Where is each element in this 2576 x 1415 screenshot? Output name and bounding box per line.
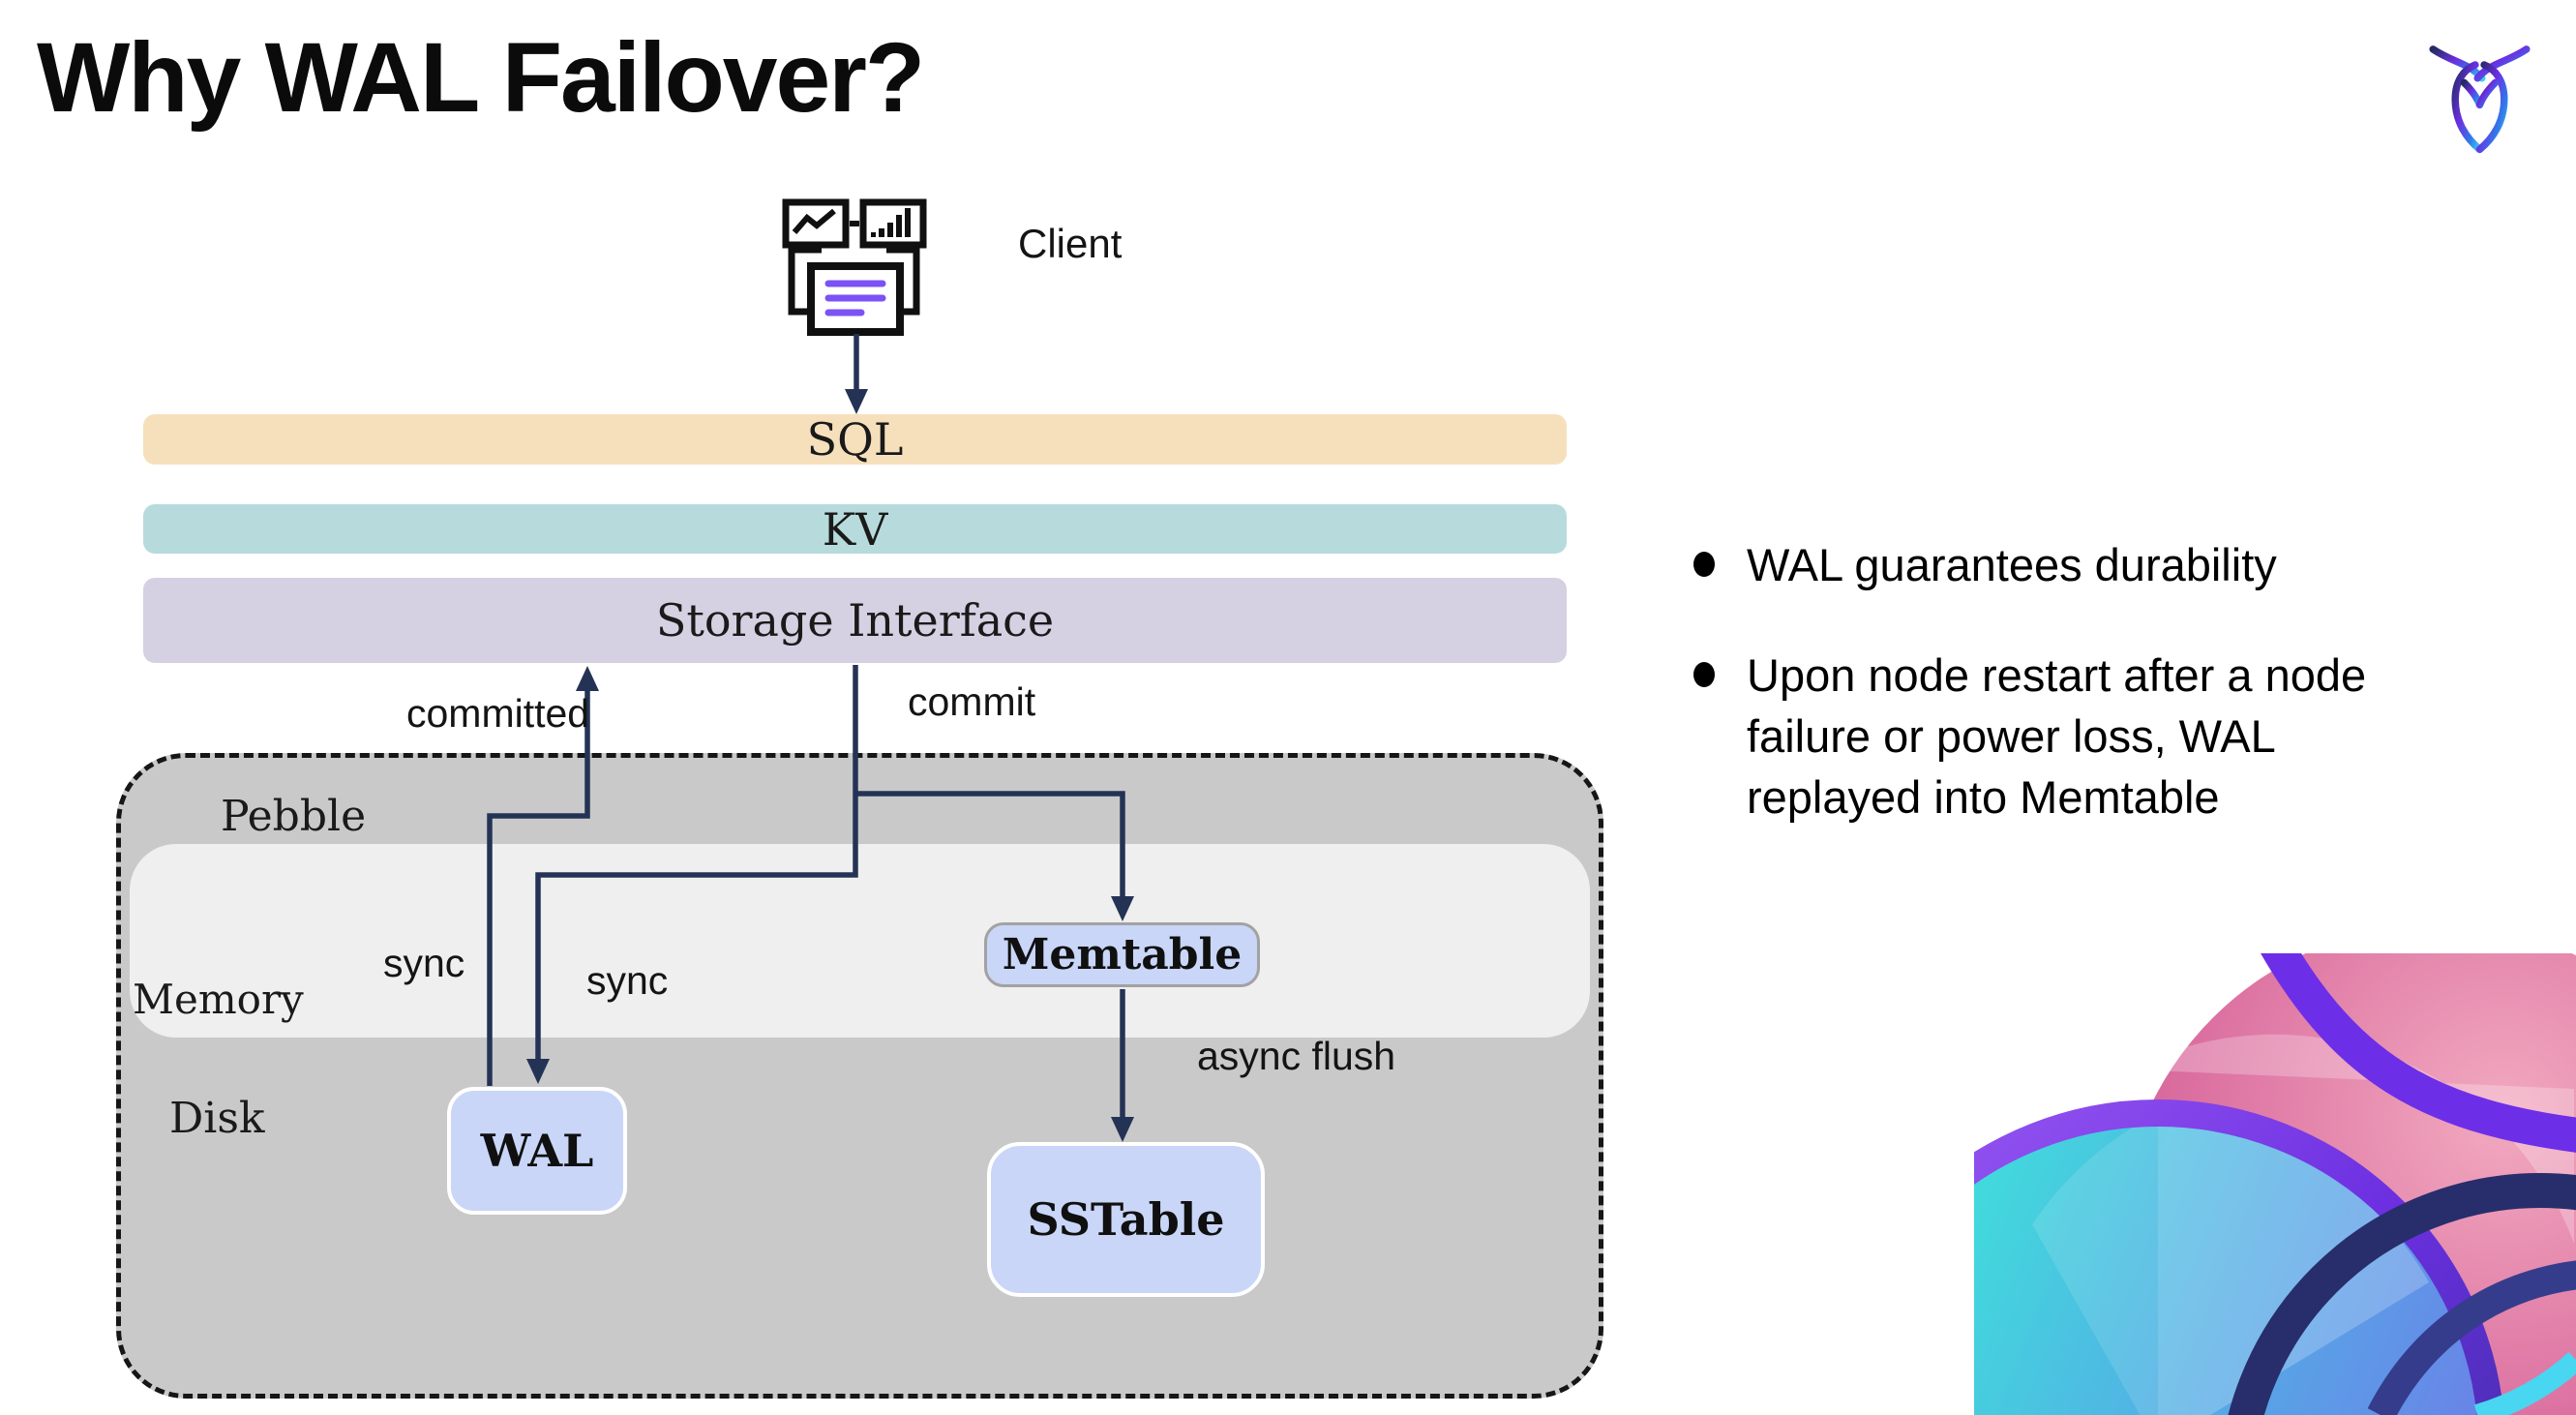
bullet-text: WAL guarantees durability — [1747, 539, 2277, 590]
pebble-label: Pebble — [221, 792, 367, 841]
cockroachdb-logo-icon — [2429, 45, 2531, 154]
node-wal-label: WAL — [480, 1125, 594, 1177]
bullet-text: Upon node restart after a node failure o… — [1747, 649, 2367, 823]
layer-kv: KV — [143, 502, 1567, 556]
edge-label-sync-right: sync — [586, 958, 669, 1003]
memory-band — [130, 844, 1590, 1038]
layer-storage-label: Storage Interface — [655, 594, 1055, 647]
bullet-dot-icon — [1693, 662, 1715, 687]
bullet-item: WAL guarantees durability — [1693, 534, 2429, 595]
layer-sql: SQL — [143, 413, 1567, 466]
disk-label: Disk — [169, 1094, 265, 1143]
page-title: Why WAL Failover? — [37, 22, 925, 133]
edge-label-async-flush: async flush — [1197, 1034, 1396, 1078]
client-terminal-icon — [782, 198, 927, 336]
node-sstable-label: SSTable — [1027, 1193, 1225, 1246]
memory-label: Memory — [133, 976, 304, 1023]
node-wal: WAL — [447, 1087, 627, 1215]
edge-label-commit: commit — [908, 679, 1036, 724]
node-memtable: Memtable — [984, 922, 1260, 987]
bullet-dot-icon — [1693, 552, 1715, 577]
cockroachdb-brand-artwork — [1974, 953, 2576, 1415]
edge-label-committed: committed — [406, 691, 590, 736]
node-sstable: SSTable — [987, 1142, 1265, 1297]
bullet-item: Upon node restart after a node failure o… — [1693, 645, 2429, 828]
client-label: Client — [1018, 221, 1123, 266]
layer-storage-interface: Storage Interface — [143, 578, 1567, 663]
edge-label-sync-left: sync — [383, 941, 465, 985]
node-memtable-label: Memtable — [1002, 930, 1243, 979]
layer-sql-label: SQL — [806, 413, 904, 466]
layer-kv-label: KV — [822, 502, 888, 556]
